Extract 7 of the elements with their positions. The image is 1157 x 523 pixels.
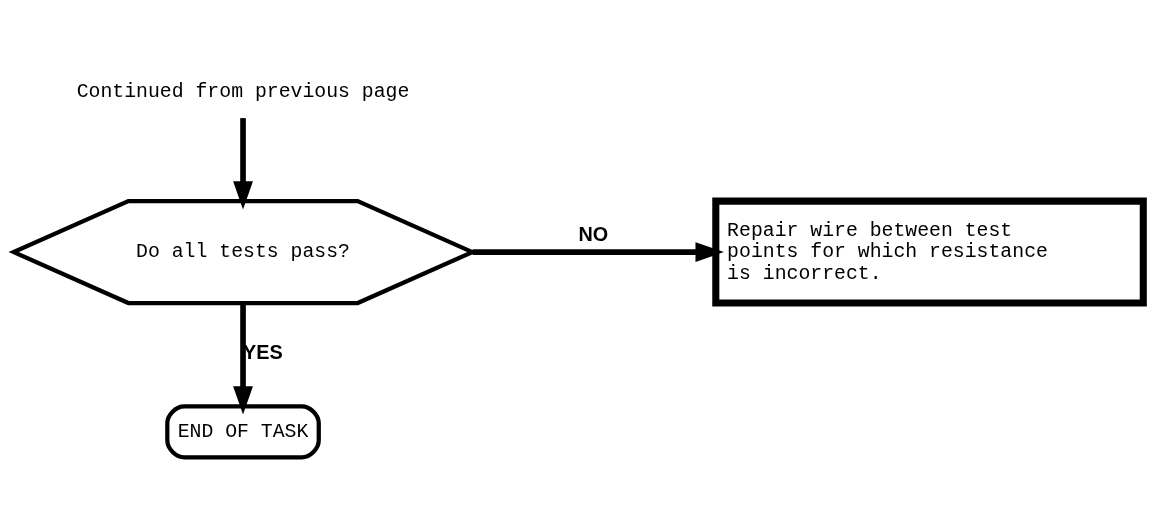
node-box: Repair wire between test points for which resistance is incorrect. bbox=[712, 197, 1147, 307]
arrow bbox=[233, 117, 253, 210]
arrow bbox=[472, 241, 724, 262]
node-box: END OF TASK bbox=[165, 403, 321, 459]
node-text: Continued from previous page bbox=[76, 80, 410, 103]
arrow bbox=[233, 302, 253, 415]
edge-label: NO bbox=[578, 222, 609, 245]
